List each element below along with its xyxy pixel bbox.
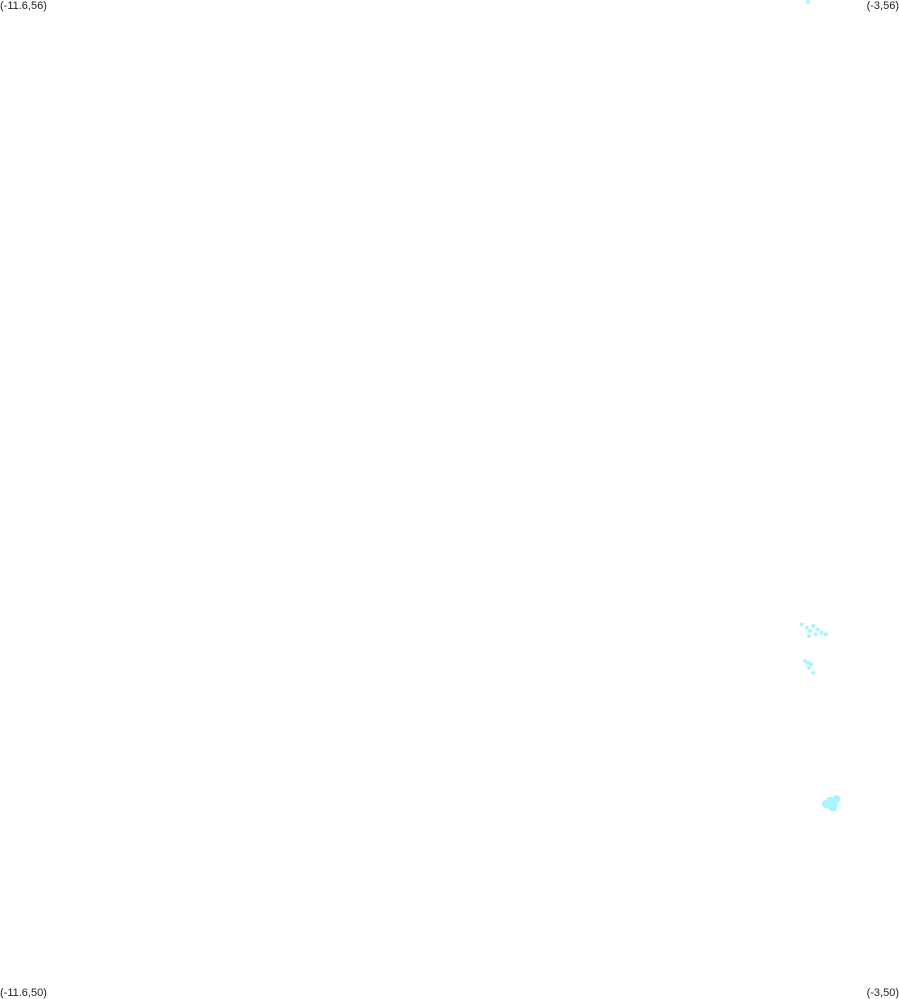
rock-group-point-1 <box>806 660 811 665</box>
rock-group <box>802 659 816 675</box>
island-south-point-3 <box>832 795 841 804</box>
scilly-scatter-point-2 <box>808 629 813 633</box>
islet-north <box>806 0 811 4</box>
rock-group-point-4 <box>811 670 816 675</box>
island-south-point-5 <box>829 803 838 812</box>
scilly-scatter-point-6 <box>823 632 828 637</box>
corner-label-bottom-left: (-11.6,50) <box>0 987 47 999</box>
rock-group-point-2 <box>809 662 814 667</box>
corner-label-top-right: (-3,56) <box>866 0 899 12</box>
scilly-scatter-point-0 <box>799 622 804 627</box>
corner-label-top-left: (-11.6,56) <box>0 0 47 12</box>
scilly-scatter-point-8 <box>813 632 818 637</box>
scilly-scatter <box>799 622 828 638</box>
corner-label-bottom-right: (-3,50) <box>866 987 899 999</box>
island-south <box>821 795 841 812</box>
scilly-scatter-point-1 <box>805 625 809 630</box>
scilly-scatter-point-7 <box>807 634 812 638</box>
rock-group-point-3 <box>807 665 812 670</box>
land-layer <box>799 0 841 812</box>
islet-north-point-0 <box>806 0 811 4</box>
scilly-scatter-point-5 <box>819 630 824 635</box>
scilly-scatter-point-4 <box>815 627 820 632</box>
rock-group-point-0 <box>802 659 807 663</box>
island-south-point-4 <box>826 796 834 805</box>
scilly-scatter-point-3 <box>811 624 816 628</box>
